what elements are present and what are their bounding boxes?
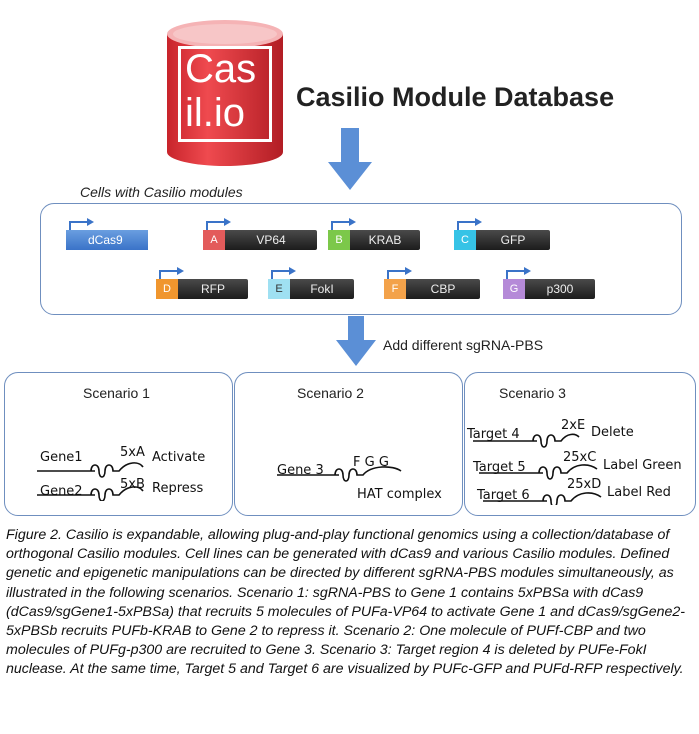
promoter-arrow-icon (69, 218, 94, 232)
database-title: Casilio Module Database (296, 82, 615, 112)
scenario-row-action: HAT complex (357, 487, 442, 502)
module-tag: A (203, 230, 225, 250)
logo-line-2: il.io (185, 91, 246, 135)
module-tag: E (268, 279, 290, 299)
figure-caption: Figure 2. Casilio is expandable, allowin… (6, 527, 685, 678)
module-label: dCas9 (66, 230, 148, 250)
scenario-row-gene: Target 4 (467, 427, 520, 442)
module-label: VP64 (225, 230, 317, 250)
module-label: RFP (178, 279, 248, 299)
module-label: CBP (406, 279, 480, 299)
database-cylinder-icon (167, 20, 283, 166)
down-arrow-icon (328, 128, 372, 190)
promoter-arrow-icon (331, 218, 356, 232)
scenario-row-action: Repress (152, 481, 204, 496)
promoter-arrow-icon (387, 267, 412, 281)
scenario-1-panel: Scenario 1 Gene1 5xA Activate Gene2 5xB … (4, 372, 233, 516)
promoter-arrow-icon (457, 218, 482, 232)
module-tag: C (454, 230, 476, 250)
module-label: FokI (290, 279, 354, 299)
scenario-row-gene: Gene 3 (277, 463, 324, 478)
sgrna-hairpin-icon (277, 466, 402, 482)
sgrna-hairpin-icon (473, 433, 602, 505)
module-tag: G (503, 279, 525, 299)
scenario-row-pbs: 5xB (120, 477, 145, 492)
module-tag: F (384, 279, 406, 299)
scenario-row-gene: Gene2 (40, 484, 83, 499)
sgrna-hairpin-icon (37, 462, 144, 501)
scenario-row-gene: Target 5 (473, 460, 526, 475)
scenario-title: Scenario 2 (297, 385, 364, 401)
down-arrow-icon (336, 316, 376, 366)
scenario-row-action: Label Green (603, 458, 682, 473)
modules-panel: dCas9 A VP64 B KRAB C GFP D RFP E FokI F… (40, 203, 682, 315)
scenario-row-action: Label Red (607, 485, 671, 500)
scenario-row-action: Delete (591, 425, 634, 440)
scenario-title: Scenario 1 (83, 385, 150, 401)
scenario-title: Scenario 3 (499, 385, 566, 401)
logo-line-1: Cas (185, 47, 257, 91)
scenario-3-panel: Scenario 3 Target 4 2xE Delete Target 5 … (464, 372, 696, 516)
scenario-2-panel: Scenario 2 Gene 3 F G G HAT complex (234, 372, 463, 516)
database-logo: Cas il.io (178, 46, 272, 142)
module-tag: D (156, 279, 178, 299)
scenario-row-pbs: 2xE (561, 418, 586, 433)
scenario-row-gene: Gene1 (40, 450, 83, 465)
sgrna-label: Add different sgRNA-PBS (383, 337, 544, 353)
scenario-row-pbs: F G G (353, 455, 389, 470)
module-tag: B (328, 230, 350, 250)
scenario-row-gene: Target 6 (477, 488, 530, 503)
promoter-arrow-icon (206, 218, 231, 232)
scenario-row-pbs: 5xA (120, 445, 145, 460)
scenario-row-pbs: 25xC (563, 450, 597, 465)
module-label: GFP (476, 230, 550, 250)
promoter-arrow-icon (271, 267, 296, 281)
module-label: p300 (525, 279, 595, 299)
module-label: KRAB (350, 230, 420, 250)
promoter-arrow-icon (159, 267, 184, 281)
promoter-arrow-icon (506, 267, 531, 281)
cells-label: Cells with Casilio modules (80, 184, 243, 200)
scenario-row-pbs: 25xD (567, 477, 602, 492)
scenario-row-action: Activate (152, 450, 206, 465)
